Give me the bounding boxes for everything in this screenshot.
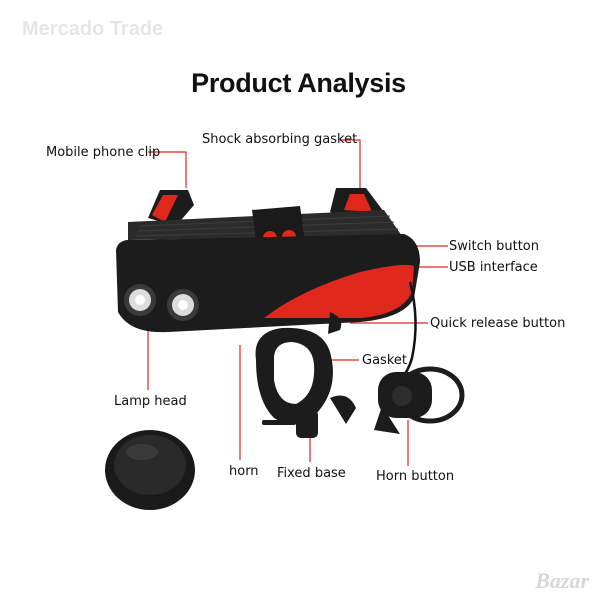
label-gasket: Gasket (362, 353, 407, 368)
label-mobile-phone-clip: Mobile phone clip (46, 145, 161, 160)
leader-mobile-phone-clip (148, 151, 187, 188)
leader-shock-gasket (340, 139, 361, 196)
lamp-lenses (124, 284, 199, 321)
corner-logo: Bazar (535, 568, 589, 593)
horn-button-remote (374, 366, 465, 434)
label-usb-interface: USB interface (449, 260, 538, 275)
label-shock-absorbing-gasket: Shock absorbing gasket (202, 132, 358, 147)
watermark: Mercado Trade (22, 18, 164, 40)
page-title: Product Analysis (191, 68, 406, 98)
label-fixed-base: Fixed base (277, 466, 346, 481)
label-lamp-head: Lamp head (114, 394, 187, 409)
lamp-body-red-panel (264, 264, 414, 318)
phone-clip-left (148, 190, 194, 226)
label-quick-release-button: Quick release button (430, 316, 566, 331)
loose-gasket-round (105, 430, 195, 510)
label-switch-button: Switch button (449, 239, 539, 254)
handlebar-mount (255, 312, 356, 438)
label-horn-button: Horn button (376, 469, 455, 484)
label-horn: horn (229, 464, 259, 479)
